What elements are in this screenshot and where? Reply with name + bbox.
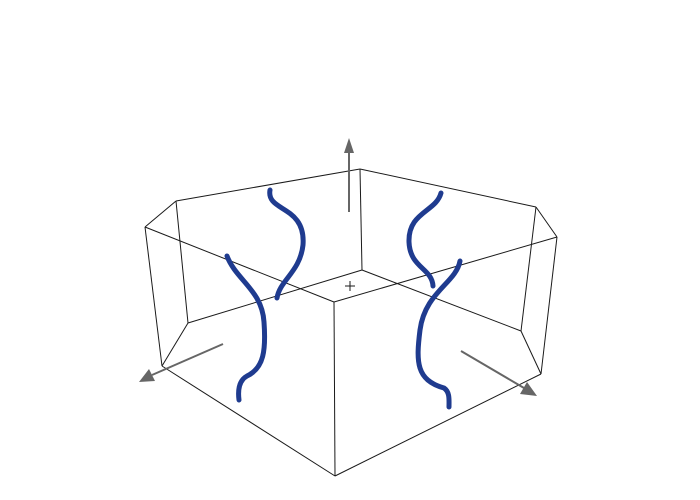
box-edge <box>175 200 189 324</box>
box-edge <box>334 373 542 477</box>
box-edge <box>333 236 558 303</box>
curve-group <box>224 187 463 410</box>
curve-front-right <box>415 258 463 410</box>
box-edge <box>161 322 189 367</box>
box-edge <box>161 365 336 477</box>
box-edge <box>520 206 537 332</box>
x-axis-arrow <box>139 343 224 382</box>
plus-icon <box>345 281 355 291</box>
box-edge <box>361 269 522 332</box>
box-edge <box>144 226 335 303</box>
box-edge <box>540 236 558 375</box>
curve-back-left <box>267 187 306 301</box>
box-edge <box>144 226 163 367</box>
bounding-box <box>144 168 558 477</box>
box-edge <box>333 301 336 477</box>
box-edge <box>175 168 361 202</box>
box-edge <box>520 330 542 375</box>
box-edge <box>144 200 177 228</box>
box-edge <box>535 206 558 238</box>
curve-front-left <box>224 253 268 403</box>
box-edge <box>359 168 363 271</box>
box-edge <box>359 168 537 208</box>
curve-back-right <box>406 190 444 289</box>
z-axis-arrow <box>344 138 354 212</box>
y-axis-arrow <box>460 350 537 396</box>
